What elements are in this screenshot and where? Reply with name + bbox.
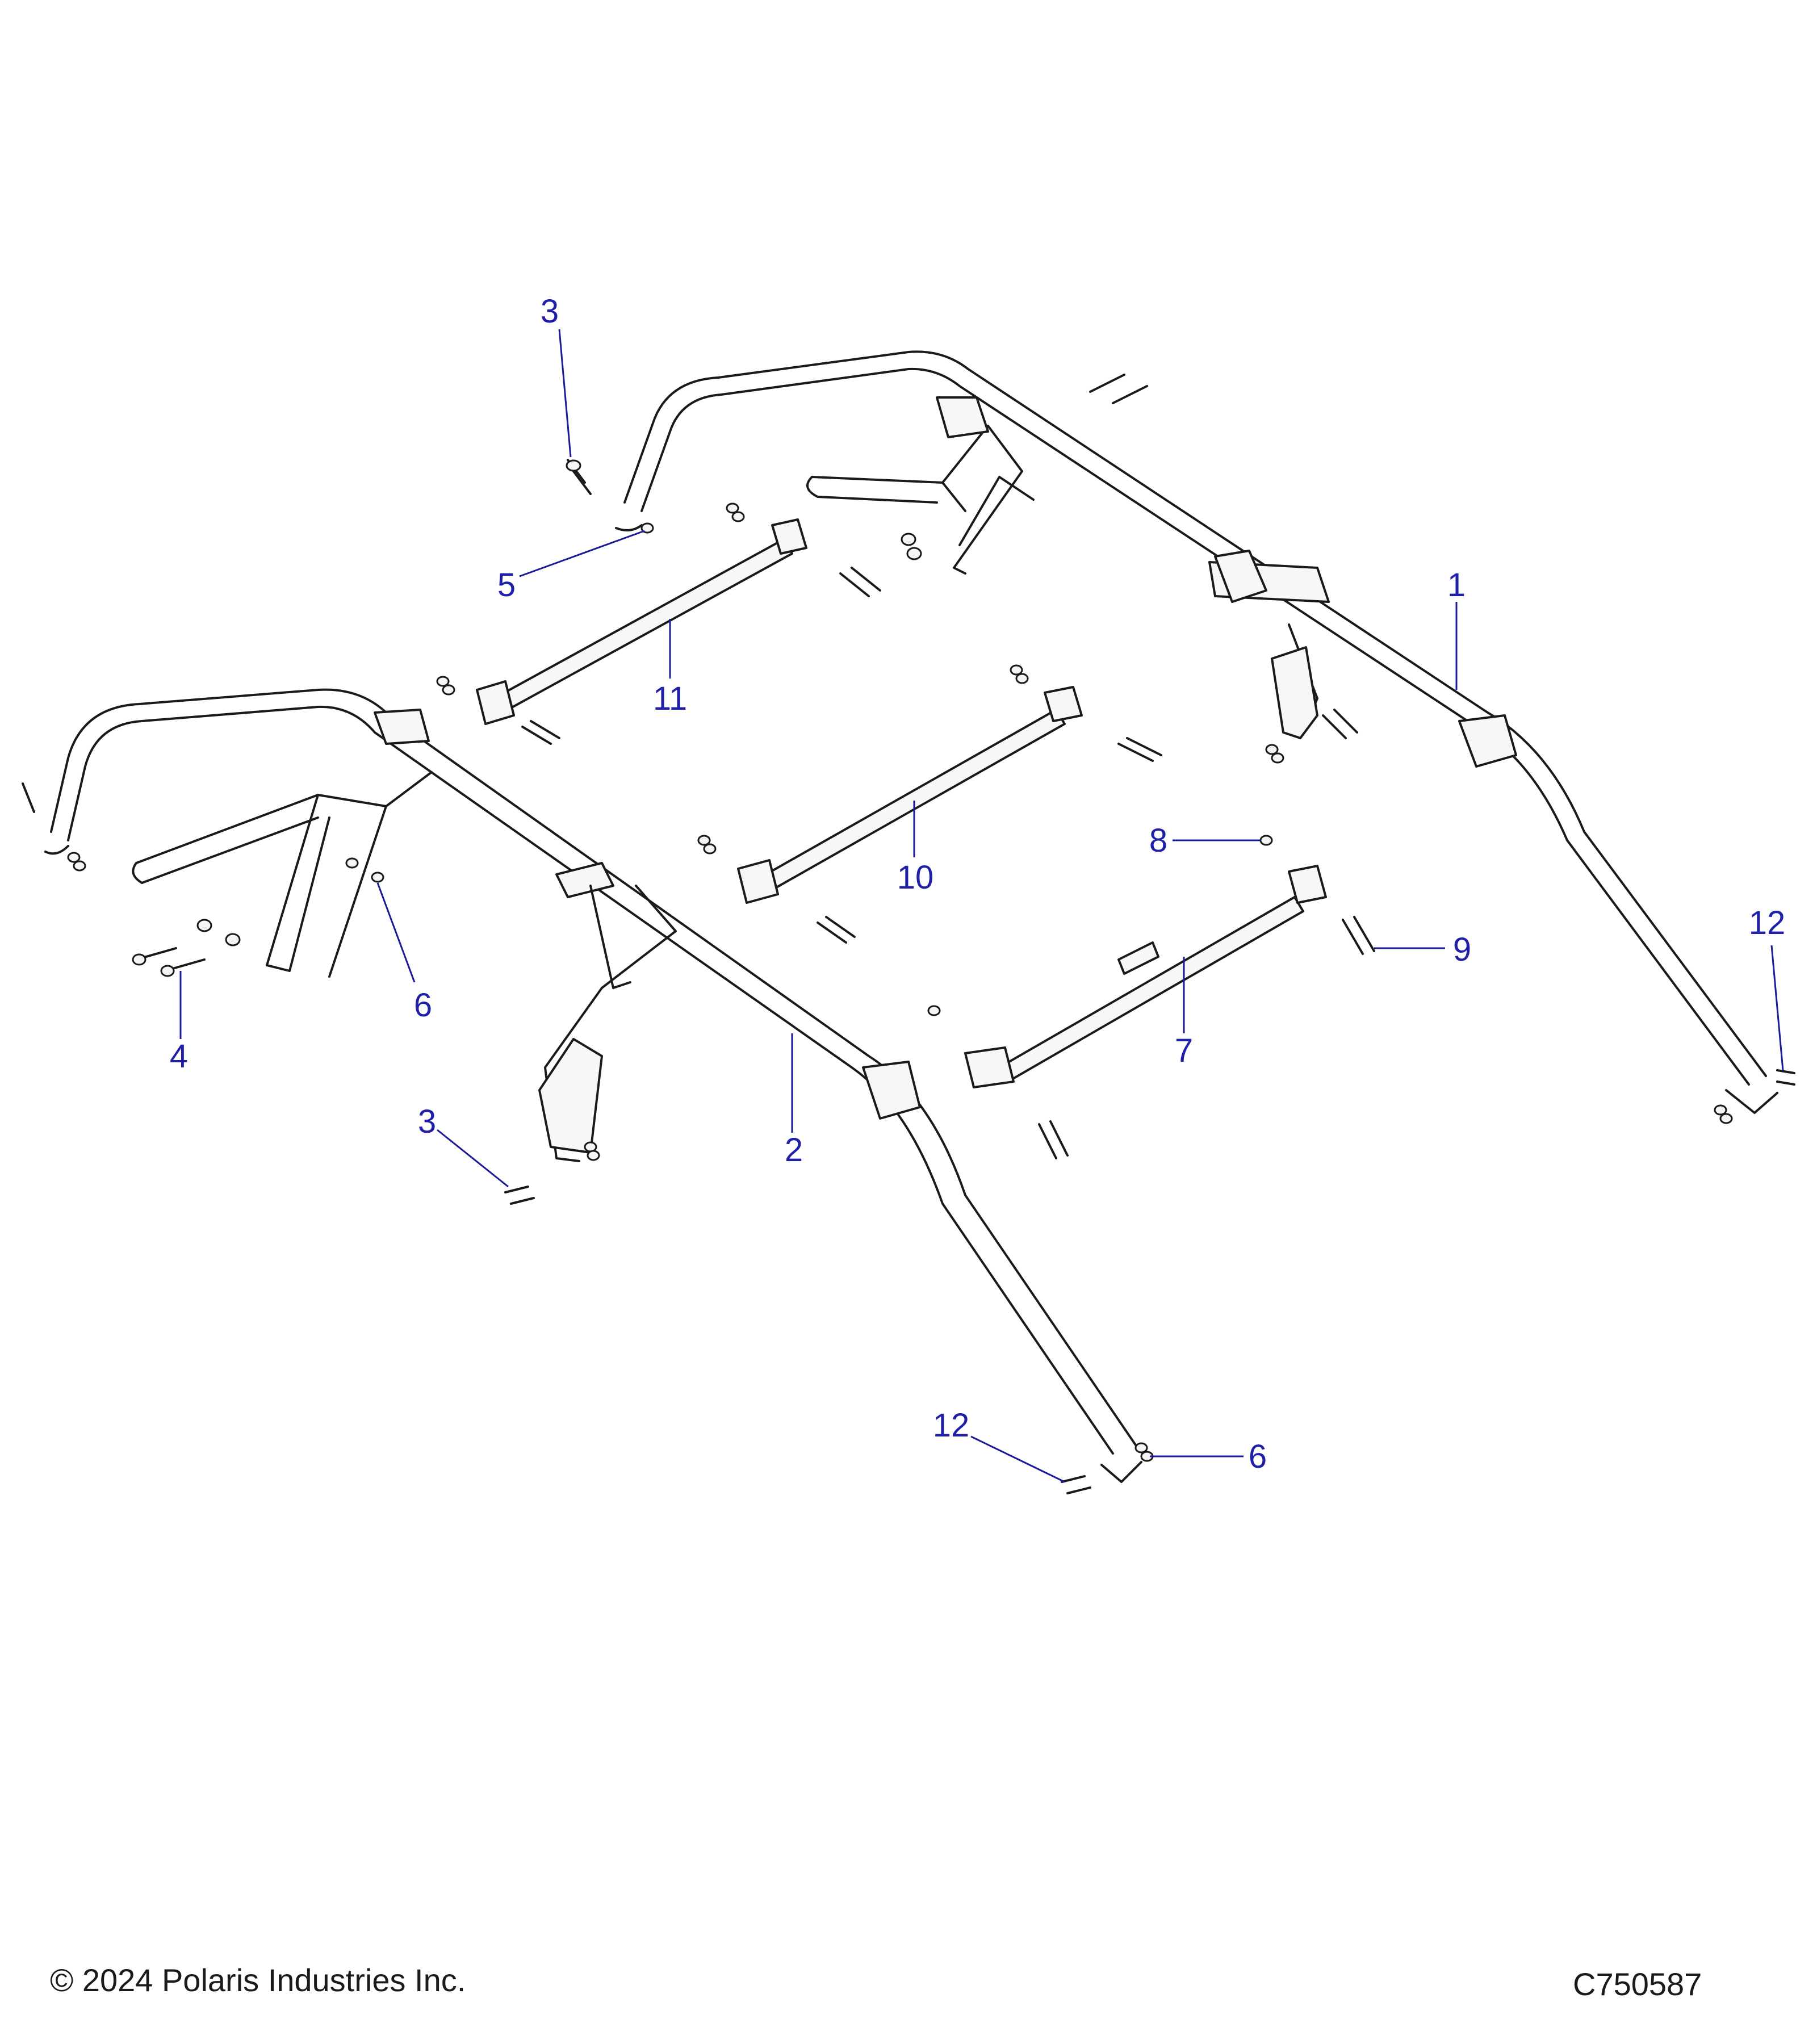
bolt-item-4 bbox=[132, 947, 206, 977]
nut-item-8 bbox=[1259, 835, 1273, 846]
callout-8: 8 bbox=[1149, 822, 1167, 859]
drawing-number: C750587 bbox=[1573, 1966, 1702, 2002]
callout-11: 11 bbox=[653, 680, 687, 717]
nut-pair-11-left bbox=[436, 676, 455, 696]
nut-pair-10-left bbox=[697, 835, 717, 855]
leader-lines bbox=[179, 329, 1784, 1483]
nut-center bbox=[927, 1005, 941, 1016]
bolt-pair-lower-center bbox=[1038, 1120, 1069, 1159]
leader-12b bbox=[1770, 945, 1784, 1071]
hardware bbox=[22, 374, 1795, 1494]
bolt-pair-top bbox=[1089, 374, 1148, 404]
nut-item-6-upper bbox=[345, 857, 384, 883]
callout-6-lower: 6 bbox=[1249, 1438, 1267, 1475]
nut-pair-right bbox=[1265, 744, 1284, 764]
leader-6a bbox=[376, 882, 416, 983]
bolt-pair-right bbox=[1322, 709, 1358, 739]
nut-pair-top bbox=[726, 502, 745, 522]
callout-7: 7 bbox=[1175, 1032, 1193, 1069]
callout-5: 5 bbox=[497, 567, 516, 604]
bolt-pair-center bbox=[817, 916, 856, 944]
bolt-item-12-right bbox=[1714, 1069, 1795, 1124]
bolt-pair-11 bbox=[839, 567, 881, 597]
leader-12a bbox=[970, 1435, 1065, 1483]
callout-10: 10 bbox=[897, 859, 934, 896]
nut-pair-10-top bbox=[1010, 664, 1029, 684]
bolt-item-3-lower bbox=[504, 1141, 600, 1205]
cross-bar-7 bbox=[964, 865, 1327, 1088]
bolt-pair-10 bbox=[1117, 737, 1162, 762]
leader-3a bbox=[558, 329, 572, 458]
bolt-item-3-top bbox=[566, 459, 592, 495]
bolt-item-9 bbox=[1342, 916, 1375, 955]
copyright-notice: © 2024 Polaris Industries Inc. bbox=[50, 1962, 466, 1998]
nut-item-6-lower bbox=[1134, 1442, 1154, 1462]
cross-bar-11 bbox=[476, 518, 807, 725]
callout-3-lower: 3 bbox=[418, 1103, 436, 1140]
callout-12-lower: 12 bbox=[933, 1407, 970, 1444]
bolt-pair-11-lower bbox=[521, 720, 560, 745]
bolt-left-edge bbox=[22, 782, 86, 872]
cross-bar-10 bbox=[737, 686, 1083, 904]
roll-cage-side-right bbox=[615, 350, 1778, 1114]
callout-2: 2 bbox=[785, 1132, 803, 1168]
leader-3b bbox=[437, 1129, 509, 1188]
bolt-item-12-lower bbox=[1061, 1475, 1091, 1494]
callout-4: 4 bbox=[170, 1038, 188, 1075]
roll-cage-side-left bbox=[44, 688, 1142, 1483]
callout-labels: 1 2 3 3 4 5 6 6 7 8 9 10 11 12 12 bbox=[170, 293, 1785, 1475]
callout-6-left: 6 bbox=[414, 987, 432, 1024]
callout-1: 1 bbox=[1447, 567, 1466, 604]
callout-3-top: 3 bbox=[541, 293, 559, 330]
callout-12-right: 12 bbox=[1749, 904, 1786, 941]
nut-item-5 bbox=[640, 522, 654, 534]
leader-5 bbox=[519, 530, 645, 577]
callout-9: 9 bbox=[1453, 931, 1471, 968]
